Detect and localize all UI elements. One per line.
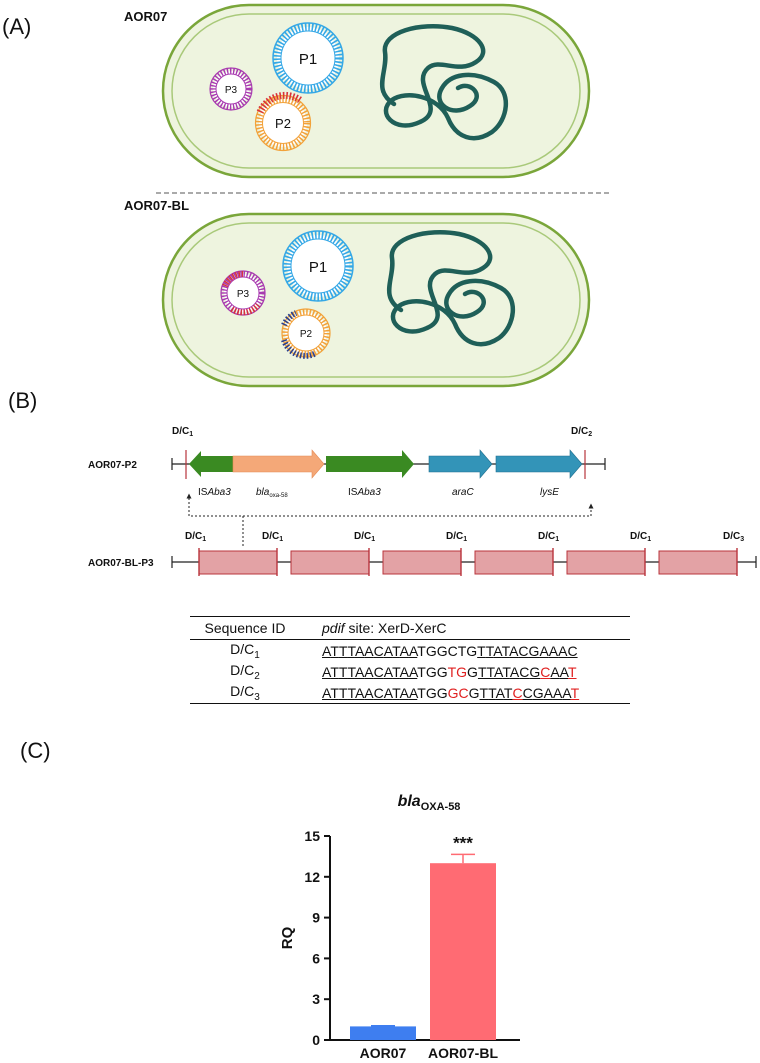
plasmid-p1-aor07: P1 bbox=[272, 22, 344, 94]
cell-aor07bl-inner-membrane bbox=[171, 222, 581, 378]
bar-aor07-bl bbox=[430, 863, 496, 1040]
plasmid-p1-aor07bl: P1 bbox=[282, 230, 354, 302]
chromosome-aor07 bbox=[379, 24, 509, 141]
sequence-cell: ATTTAACATAATGGGCGTTATCCGAAAT bbox=[300, 682, 630, 704]
p3-repeat-unit bbox=[566, 550, 646, 575]
p3-site-label: D/C1 bbox=[630, 531, 651, 543]
table-header-sequence-id: Sequence ID bbox=[190, 616, 300, 640]
plasmid-p2-aor07: P2 bbox=[254, 91, 312, 152]
cell-aor07-label: AOR07 bbox=[124, 9, 167, 24]
cell-aor07bl-label: AOR07-BL bbox=[124, 198, 189, 213]
y-axis-label: RQ bbox=[279, 926, 296, 949]
p3-map-label: AOR07-BL-P3 bbox=[88, 558, 154, 569]
plasmid-p3-aor07: P3 bbox=[209, 67, 253, 111]
y-tick-label: 6 bbox=[312, 950, 320, 966]
gene-isaba3-left-arrow bbox=[189, 451, 233, 477]
cell-aor07: AOR07 P1 P2 P3 bbox=[124, 3, 591, 179]
plasmid-p2-label: P2 bbox=[275, 116, 291, 131]
p3-repeat-unit bbox=[198, 550, 278, 575]
p3-repeat-units: D/C1 D/C1 D/C1 D/C1 D/C1 D/C1 D/C3 bbox=[185, 531, 744, 576]
p2-map-label: AOR07-P2 bbox=[88, 460, 137, 471]
y-tick-label: 0 bbox=[312, 1032, 320, 1048]
table-row: D/C2 ATTTAACATAATGGTGGTTATACGCAAT bbox=[190, 661, 630, 682]
bar-aor07 bbox=[350, 1026, 416, 1040]
table-header-row: Sequence ID pdif site: XerD-XerC bbox=[190, 616, 630, 640]
sequence-cell: ATTTAACATAATGGTGGTTATACGCAAT bbox=[322, 663, 577, 680]
sequence-id-cell: D/C2 bbox=[230, 661, 260, 682]
gene-arac-arrow bbox=[428, 449, 493, 479]
sequence-id-cell: D/C1 bbox=[230, 640, 260, 661]
site-dc2-p2-label: D/C2 bbox=[571, 426, 592, 438]
panel-b-label: (B) bbox=[8, 388, 37, 413]
significance-label: *** bbox=[453, 833, 473, 852]
plasmid-p2-aor07bl: P2 bbox=[281, 308, 331, 359]
y-tick-label: 9 bbox=[312, 910, 320, 926]
p3-repeat-unit bbox=[658, 550, 738, 575]
gene-label-isaba3-left: ISAba3 bbox=[198, 487, 231, 498]
gene-isaba3-right-arrow bbox=[326, 450, 414, 478]
cell-aor07-inner-membrane bbox=[171, 13, 581, 169]
y-tick-label: 12 bbox=[304, 869, 320, 885]
chromosome-aor07bl bbox=[386, 230, 516, 347]
p3-site-label: D/C1 bbox=[446, 531, 467, 543]
plasmid-p1-bl-label: P1 bbox=[309, 259, 327, 276]
p3-site-label: D/C3 bbox=[723, 531, 744, 543]
chart-title: blaOXA-58 bbox=[398, 793, 461, 813]
gene-lyse-arrow bbox=[495, 449, 583, 479]
site-dc1-p2-label: D/C1 bbox=[172, 426, 193, 438]
y-tick-label: 3 bbox=[312, 991, 320, 1007]
table-row: D/C1 ATTTAACATAATGGCTGTTATACGAAAC bbox=[190, 640, 630, 662]
p3-site-label: D/C1 bbox=[354, 531, 375, 543]
p3-site-label: D/C1 bbox=[538, 531, 559, 543]
svg-text:D/C1: D/C1 bbox=[172, 426, 193, 438]
svg-text:D/C2: D/C2 bbox=[571, 426, 592, 438]
excision-bracket bbox=[188, 503, 594, 517]
gene-label-isaba3-right: ISAba3 bbox=[348, 487, 381, 498]
panel-a-label: (A) bbox=[2, 14, 31, 39]
table-header-pdif: pdif site: XerD-XerC bbox=[300, 616, 630, 640]
sequence-id-cell: D/C3 bbox=[190, 682, 300, 704]
x-tick-label: AOR07-BL bbox=[428, 1045, 498, 1061]
x-tick-label: AOR07 bbox=[360, 1045, 407, 1061]
y-tick-label: 15 bbox=[304, 828, 320, 844]
p3-repeat-unit bbox=[382, 550, 462, 575]
plasmid-p3-aor07bl: P3 bbox=[220, 270, 266, 316]
gene-bla-oxa58-arrow bbox=[232, 449, 325, 479]
gene-label-arac: araC bbox=[452, 487, 474, 498]
gene-labels: ISAba3 blaoxa-58 ISAba3 araC lysE bbox=[198, 487, 559, 499]
p3-repeat-unit bbox=[290, 550, 370, 575]
plasmid-p1-label: P1 bbox=[299, 51, 317, 68]
plasmid-p2-bl-label: P2 bbox=[300, 329, 313, 340]
p3-site-label: D/C1 bbox=[262, 531, 283, 543]
plasmid-p3-label: P3 bbox=[225, 85, 238, 96]
gene-label-bla: blaoxa-58 bbox=[256, 487, 288, 499]
gene-label-lyse: lysE bbox=[540, 487, 559, 498]
p3-repeat-unit bbox=[474, 550, 554, 575]
panel-c-label: (C) bbox=[20, 738, 51, 763]
p3-site-label: D/C1 bbox=[185, 531, 206, 543]
cell-aor07bl: AOR07-BL P1 P2 P3 bbox=[124, 198, 591, 388]
sequence-cell: ATTTAACATAATGGCTGTTATACGAAAC bbox=[322, 642, 578, 659]
plasmid-p3-bl-label: P3 bbox=[237, 289, 250, 300]
